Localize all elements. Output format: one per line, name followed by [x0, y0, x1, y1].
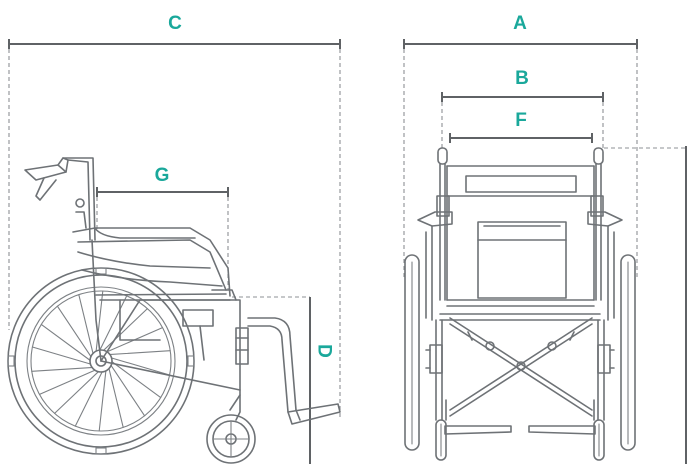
wheel-spoke	[109, 363, 146, 417]
label-d: D	[314, 344, 335, 358]
wheel-spoke	[31, 366, 94, 372]
dimension-a	[403, 39, 638, 280]
wheel-spoke	[108, 366, 124, 428]
wheel-spoke	[31, 346, 93, 365]
label-a: A	[513, 13, 527, 34]
label-g: G	[155, 165, 170, 186]
side-view	[7, 39, 341, 464]
front-seat-pouch	[446, 221, 595, 307]
wheel-spoke	[109, 357, 171, 376]
front-view	[403, 39, 687, 464]
wheel-spoke	[102, 308, 148, 352]
side-frame	[91, 239, 249, 421]
front-caster	[206, 414, 256, 464]
front-armrests	[417, 211, 623, 321]
label-f: F	[515, 110, 527, 131]
front-cross-brace	[439, 313, 601, 417]
wheel-spoke	[98, 369, 107, 432]
dimension-labels: C G D A B F	[155, 13, 529, 358]
dimension-d	[232, 296, 311, 464]
rear-wheel	[7, 267, 195, 455]
label-b: B	[515, 68, 529, 89]
dimension-f	[449, 133, 593, 143]
front-lower-frame	[425, 319, 615, 461]
wheel-spoke	[56, 305, 93, 359]
side-footrest	[247, 317, 341, 425]
dimension-b	[441, 92, 604, 150]
dimension-c	[8, 39, 341, 418]
wheel-spoke	[110, 360, 162, 399]
dimension-height	[604, 146, 687, 464]
wheel-spoke	[74, 370, 104, 427]
wheel-spoke	[95, 290, 104, 353]
wheel-spoke	[108, 350, 171, 356]
front-wheels	[404, 254, 636, 451]
side-backrest	[24, 157, 96, 241]
wheel-spoke	[40, 323, 92, 362]
wheel-spoke	[78, 294, 94, 356]
wheel-spoke	[54, 370, 100, 414]
wheel-spoke	[38, 369, 97, 395]
side-seat	[72, 227, 231, 301]
wheel-spoke	[98, 295, 128, 352]
label-c: C	[168, 13, 182, 34]
front-backrest	[436, 147, 604, 301]
